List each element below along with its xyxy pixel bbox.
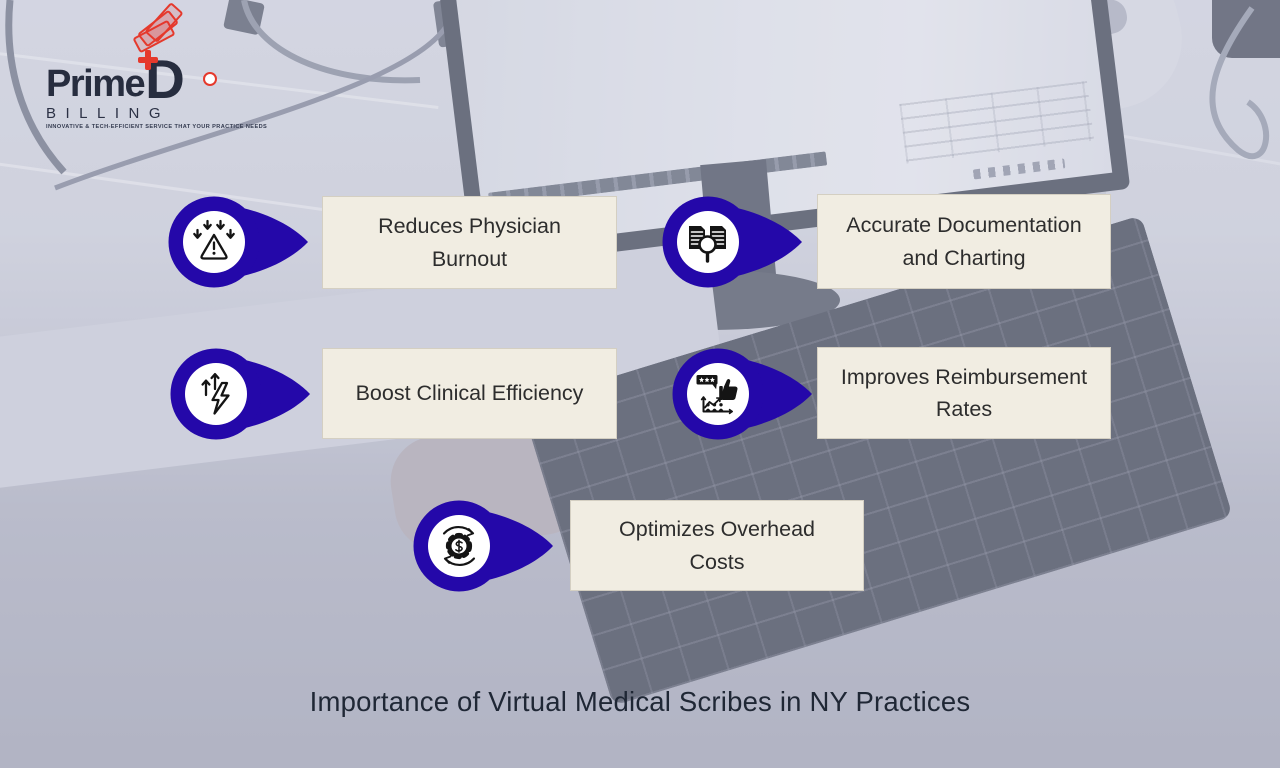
primed-billing-logo: Prime D BILLING INNOVATIVE & TECH-EFFICI…	[46, 1, 268, 130]
logo-prime-text: Prime	[46, 62, 146, 105]
medical-cross-icon	[138, 50, 158, 70]
callout-label: Optimizes Overhead Costs	[570, 500, 864, 591]
document-search-icon	[662, 196, 802, 288]
efficiency-bolt-icon	[170, 348, 310, 440]
callout-label: Boost Clinical Efficiency	[322, 348, 617, 439]
stethoscope-icon	[203, 72, 217, 86]
burnout-warning-icon	[168, 196, 308, 288]
logo-billing-text: BILLING	[46, 104, 171, 122]
callout-label: Accurate Documentation and Charting	[817, 194, 1111, 289]
reimbursement-rating-icon	[672, 348, 812, 440]
callout-label: Reduces Physician Burnout	[322, 196, 617, 289]
wall-plug	[1212, 0, 1280, 58]
callout-label: Improves Reimbursement Rates	[817, 347, 1111, 439]
page-title: Importance of Virtual Medical Scribes in…	[309, 686, 971, 717]
logo-tagline: INNOVATIVE & TECH-EFFICIENT SERVICE THAT…	[46, 123, 268, 130]
cost-cycle-gear-icon	[413, 500, 553, 592]
